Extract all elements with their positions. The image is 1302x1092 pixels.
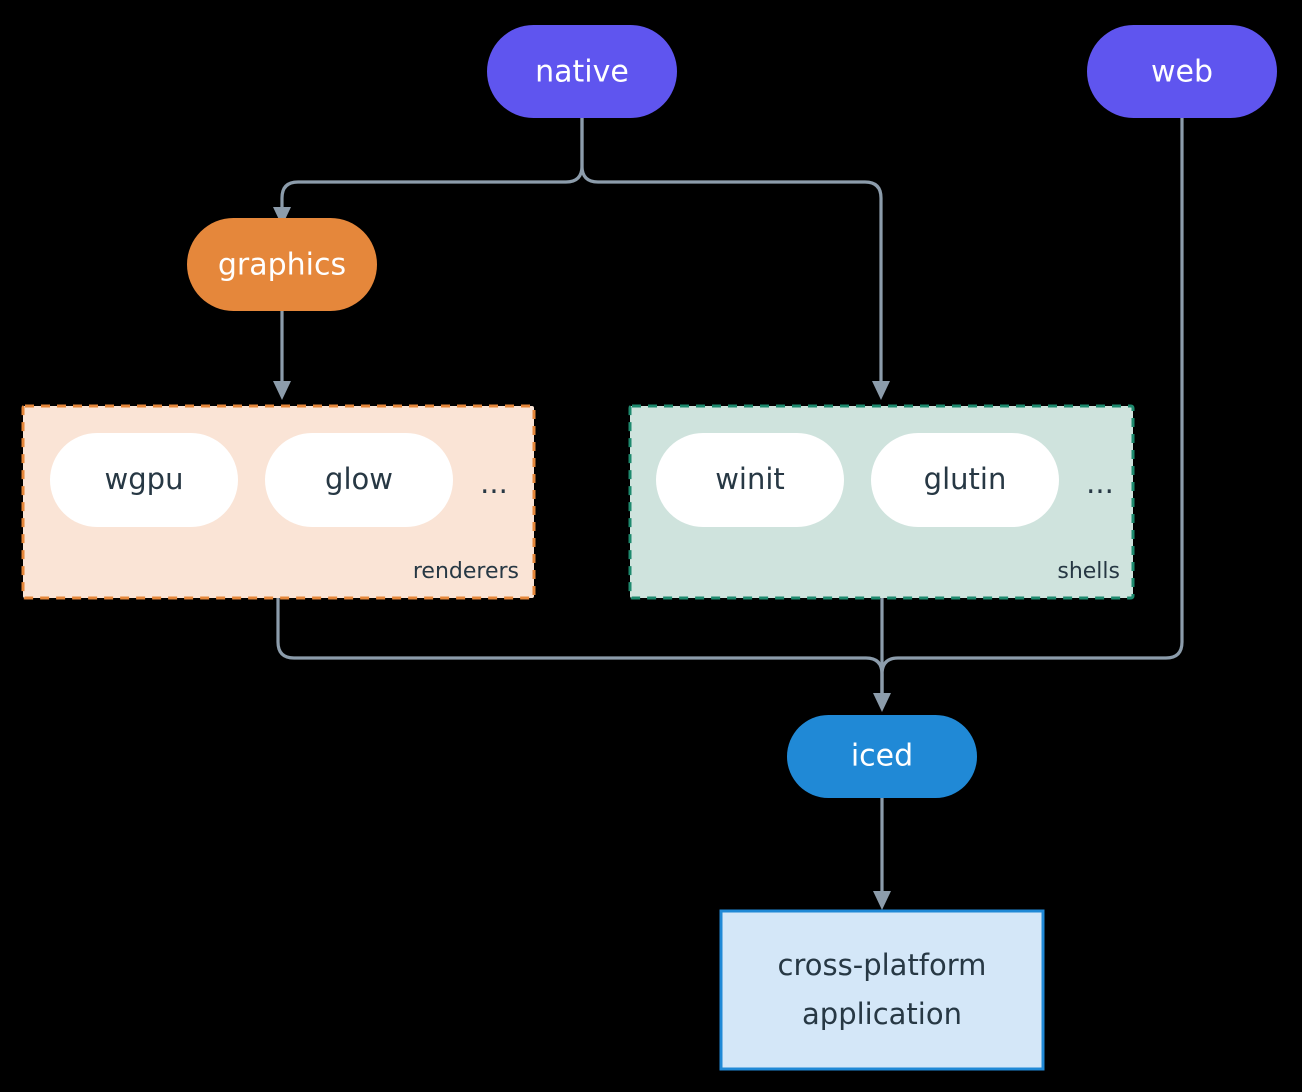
node-web-label: web [1151,55,1213,90]
node-native-label: native [535,55,629,90]
edge-layer [273,116,1184,910]
shells-overflow-ellipsis: ... [1086,466,1114,500]
node-web-shape[interactable] [1087,25,1277,118]
edge-native-to-shells [580,116,883,388]
arrowhead-iced-to-application [873,891,891,910]
arrowhead-merge-to-iced [873,693,891,712]
edge-renderers-to-iced [276,596,884,700]
node-graphics-label: graphics [218,248,346,283]
node-native[interactable]: native [487,25,677,118]
group-shells: winit glutin ... shells [628,404,1135,600]
shells-group-caption: shells [1057,559,1120,584]
arrowhead-graphics-to-renderers [273,381,291,400]
node-application-shape[interactable] [719,909,1045,1071]
renderers-item-glow-label: glow [325,462,393,496]
edge-native-to-graphics [280,116,584,214]
edge-web-to-iced [880,116,1184,700]
node-web[interactable]: web [1087,25,1277,118]
group-renderers: wgpu glow ... renderers [21,404,536,600]
node-application-label-line2: application [802,997,962,1031]
node-native-shape[interactable] [487,25,677,118]
shells-item-winit-label: winit [715,462,785,496]
renderers-item-glow[interactable] [265,433,453,527]
renderers-overflow-ellipsis: ... [480,466,508,500]
renderers-group-caption: renderers [413,559,519,584]
arrowhead-native-to-graphics [273,207,291,226]
shells-item-winit[interactable] [656,433,844,527]
node-graphics-shape[interactable] [187,218,377,311]
arrowhead-native-to-shells [872,381,890,400]
node-iced-shape[interactable] [787,715,977,798]
node-application-label-line1: cross-platform [778,948,987,982]
node-application[interactable]: cross-platform application [719,909,1045,1071]
node-iced-label: iced [851,739,913,774]
renderers-item-wgpu-label: wgpu [105,462,184,496]
renderers-item-wgpu[interactable] [50,433,238,527]
shells-item-glutin[interactable] [871,433,1059,527]
shells-item-glutin-label: glutin [924,462,1007,496]
node-iced[interactable]: iced [787,715,977,798]
node-graphics[interactable]: graphics [187,218,377,311]
